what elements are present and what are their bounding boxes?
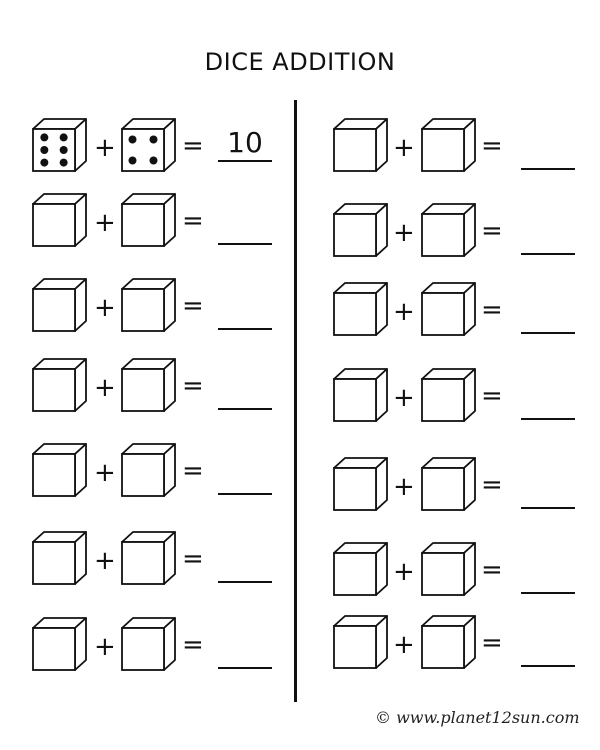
plus-sign: + (393, 557, 415, 587)
problem-row-right-7: += (333, 615, 593, 675)
die-1-icon (333, 118, 389, 172)
equals-sign: = (481, 131, 503, 161)
answer-blank[interactable] (521, 560, 575, 594)
equals-sign: = (182, 630, 204, 660)
plus-sign: + (393, 472, 415, 502)
die-2-icon (421, 457, 477, 511)
die-1-icon (32, 531, 88, 585)
problem-row-left-7: += (32, 617, 292, 677)
die-1-icon (333, 203, 389, 257)
equals-sign: = (481, 628, 503, 658)
problem-row-right-2: += (333, 203, 593, 263)
answer-blank[interactable] (521, 136, 575, 170)
worksheet-title: DICE ADDITION (204, 48, 396, 76)
die-2-icon (421, 203, 477, 257)
plus-sign: + (94, 546, 116, 576)
problem-row-right-4: += (333, 368, 593, 428)
problem-row-left-1: + = 10 (32, 118, 292, 178)
equals-sign: = (481, 470, 503, 500)
die-2-icon (421, 542, 477, 596)
answer-blank[interactable] (218, 376, 272, 410)
equals-sign: = (481, 295, 503, 325)
problem-row-left-6: += (32, 531, 292, 591)
problem-row-left-2: += (32, 193, 292, 253)
plus-sign: + (393, 297, 415, 327)
die-2-icon (421, 368, 477, 422)
equals-sign: = (182, 544, 204, 574)
answer-blank[interactable] (218, 635, 272, 669)
die-1-icon (32, 358, 88, 412)
plus-sign: + (94, 208, 116, 238)
plus-sign: + (94, 133, 116, 163)
equals-sign: = (182, 456, 204, 486)
plus-sign: + (94, 293, 116, 323)
die-2-icon (421, 118, 477, 172)
die-1-icon (32, 443, 88, 497)
plus-sign: + (94, 373, 116, 403)
problem-row-left-5: += (32, 443, 292, 503)
die-1-icon (333, 542, 389, 596)
copyright-footer: © www.planet12sun.com (375, 708, 580, 727)
plus-sign: + (393, 383, 415, 413)
die-2-icon (121, 118, 177, 172)
die-2-icon (121, 358, 177, 412)
plus-sign: + (393, 133, 415, 163)
die-1-icon (32, 278, 88, 332)
answer-blank[interactable] (521, 221, 575, 255)
problem-row-right-1: += (333, 118, 593, 178)
die-2-icon (121, 278, 177, 332)
answer-blank[interactable] (218, 296, 272, 330)
equals-sign: = (182, 131, 204, 161)
problem-row-left-3: += (32, 278, 292, 338)
answer-blank[interactable] (218, 549, 272, 583)
die-1-icon (32, 617, 88, 671)
problem-row-right-6: += (333, 542, 593, 602)
problem-row-right-3: += (333, 282, 593, 342)
die-2-icon (121, 443, 177, 497)
die-1-icon (333, 615, 389, 669)
die-2-icon (121, 531, 177, 585)
answer-blank[interactable]: 10 (218, 128, 272, 162)
equals-sign: = (182, 291, 204, 321)
plus-sign: + (94, 458, 116, 488)
answer-blank[interactable] (218, 461, 272, 495)
equals-sign: = (182, 371, 204, 401)
die-2-icon (421, 282, 477, 336)
answer-blank[interactable] (521, 300, 575, 334)
answer-blank[interactable] (521, 386, 575, 420)
plus-sign: + (393, 218, 415, 248)
die-1-icon (333, 457, 389, 511)
die-2-icon (121, 617, 177, 671)
problem-row-right-5: += (333, 457, 593, 517)
problem-row-left-4: += (32, 358, 292, 418)
equals-sign: = (182, 206, 204, 236)
equals-sign: = (481, 381, 503, 411)
column-divider (294, 100, 297, 702)
answer-blank[interactable] (521, 633, 575, 667)
equals-sign: = (481, 216, 503, 246)
die-1-icon (32, 193, 88, 247)
die-1-icon (333, 282, 389, 336)
die-2-icon (421, 615, 477, 669)
die-1-icon (32, 118, 88, 172)
answer-blank[interactable] (521, 475, 575, 509)
die-1-icon (333, 368, 389, 422)
die-2-icon (121, 193, 177, 247)
answer-blank[interactable] (218, 211, 272, 245)
plus-sign: + (94, 632, 116, 662)
plus-sign: + (393, 630, 415, 660)
equals-sign: = (481, 555, 503, 585)
